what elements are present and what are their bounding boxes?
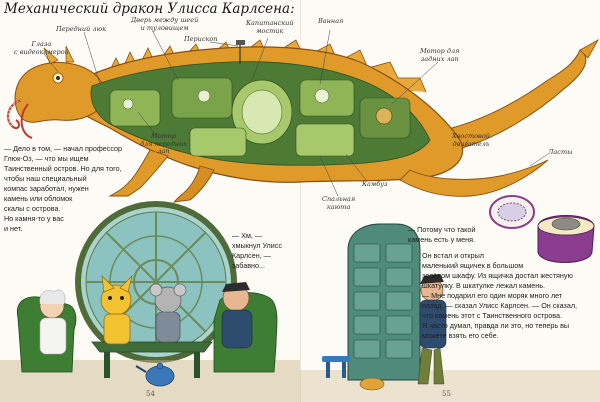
label-rear-motor: Мотор для задних лап [420,47,460,63]
right-dialog: — Потому что такой камень есть у меня. [408,225,476,244]
page-number-right: 55 [442,390,451,398]
right-paragraph: Он встал и открыл маленький ящичек в бол… [422,251,578,340]
periscope [236,40,245,45]
label-fins: Ласты [548,148,573,156]
label-tail-engine: Хвостовой двигатель [452,132,490,148]
label-galley: Камбуз [362,180,388,188]
head-horn [43,45,75,65]
captain [221,282,253,349]
mechanical-dragon [6,38,600,203]
label-cabin: Спальная каюта [322,195,356,211]
grey-mouse [149,283,187,343]
room-cabin [295,123,355,157]
captain-at-cabinet [417,274,447,385]
cabin-scene [0,201,300,402]
flower-pot [359,377,385,391]
page-gutter [300,0,301,402]
label-captain-bridge: Капитанский мостик [246,19,294,35]
stone [551,217,581,231]
front-leg [108,149,169,197]
stool [322,356,350,362]
label-front-hatch: Передний люк [56,25,107,33]
label-front-motor: Мотор для передних лап [140,132,187,155]
label-door: Дверь между шеей и туловищем [131,16,199,32]
page-title: Механический дракон Улисса Карлсена: [4,1,295,17]
page-number-left: 54 [146,390,155,398]
professor [39,289,67,355]
left-paragraph: — Дело в том, — начал профессор Глюк-Оз,… [4,144,123,233]
label-bathroom: Ванная [318,17,344,25]
label-eyes: Глаза с видеокамерой [14,40,69,56]
front-leg-2 [172,165,215,203]
treasure-boxes [489,195,595,263]
tail-tip [579,38,600,59]
left-dialog: — Хм, — хмыкнул Улисс Карлсен, — забавно… [232,231,282,270]
room-cockpit [109,89,161,127]
label-periscope: Перископ [184,35,218,43]
leader-lines [43,29,549,197]
yellow-cat [100,274,133,345]
room-galley [189,127,247,157]
rear-flipper [399,159,549,197]
cabinet-scene [300,223,600,402]
